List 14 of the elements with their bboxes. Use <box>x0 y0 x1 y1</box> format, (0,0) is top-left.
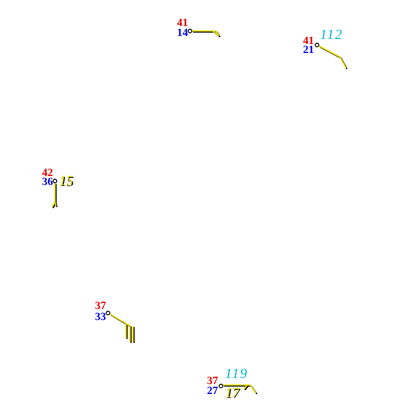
dewpoint-value: 27 <box>207 386 218 397</box>
temperature-value: 37 <box>207 376 218 387</box>
pressure-value: 112 <box>320 29 343 43</box>
temperature-value: 37 <box>95 301 106 312</box>
dewpoint-value: 33 <box>95 312 106 323</box>
pressure-value: 119 <box>225 368 248 382</box>
temperature-value: 41 <box>303 36 314 47</box>
temperature-value: 42 <box>42 168 53 179</box>
dewpoint-value: 36 <box>42 177 53 188</box>
station-value: 15 <box>59 175 73 189</box>
dewpoint-value: 21 <box>303 45 314 56</box>
temperature-value: 41 <box>177 18 188 29</box>
station-value: 17 <box>225 387 239 400</box>
dewpoint-value: 14 <box>177 28 188 39</box>
